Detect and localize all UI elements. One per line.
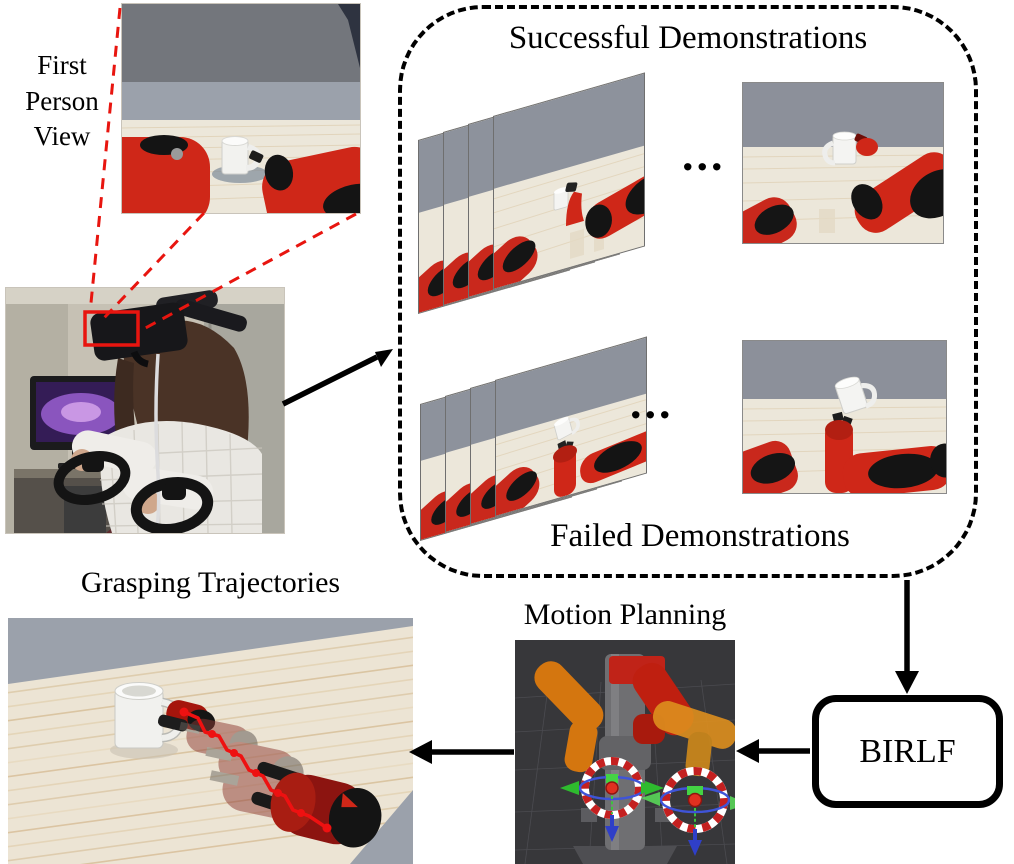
motion-planning-title: Motion Planning: [523, 598, 727, 631]
grasping-trajectories-title: Grasping Trajectories: [80, 566, 341, 599]
arrow-motion-to-grasping: [409, 740, 514, 764]
birlf-box: BIRLF: [812, 695, 1003, 808]
failed-stack-frame-front: [495, 336, 647, 517]
interactive-marker-right: [641, 767, 735, 856]
operator-photo-scene: [6, 288, 284, 533]
first-person-view-label: First Person View: [25, 50, 99, 152]
right-arm-orange-ghost: [652, 701, 735, 777]
success-stack-frame-front: [493, 72, 645, 290]
successful-demos-title: Successful Demonstrations: [508, 20, 868, 56]
monitor: [30, 376, 132, 469]
left-arm-orange: [534, 661, 604, 773]
success-frame-stack: [418, 72, 658, 330]
headset-cable: [154, 353, 161, 533]
fpv-right-arm: [262, 146, 360, 213]
vr-controllers: [53, 451, 214, 533]
grasping-trajectories-image: [8, 618, 413, 864]
arrow-photo-to-box: [281, 349, 393, 407]
final-gripper: [251, 761, 382, 848]
trajectory-line: [182, 710, 329, 830]
arrow-box-to-birlf: [895, 580, 919, 694]
success-final-frame: [742, 82, 944, 244]
demonstrations-box: [398, 5, 978, 578]
fpv-left-arm: [122, 135, 210, 213]
operator-photo: [5, 287, 285, 534]
failed-final-frame: [742, 340, 947, 494]
failed-frame-stack: [420, 336, 660, 554]
mug: [553, 187, 569, 211]
failed-demos-title: Failed Demonstrations: [550, 518, 850, 554]
success-ellipsis: ...: [682, 129, 726, 180]
arrow-birlf-to-motion: [736, 739, 810, 763]
birlf-label: BIRLF: [859, 732, 956, 770]
failed-ellipsis: ...: [630, 377, 674, 428]
mug: [834, 376, 878, 415]
motion-planning-image: [515, 640, 735, 864]
trajectory-waypoints: [179, 707, 332, 833]
mug: [553, 416, 580, 441]
first-person-view-image: [121, 3, 361, 214]
fpv-sim-scene: [122, 4, 360, 213]
